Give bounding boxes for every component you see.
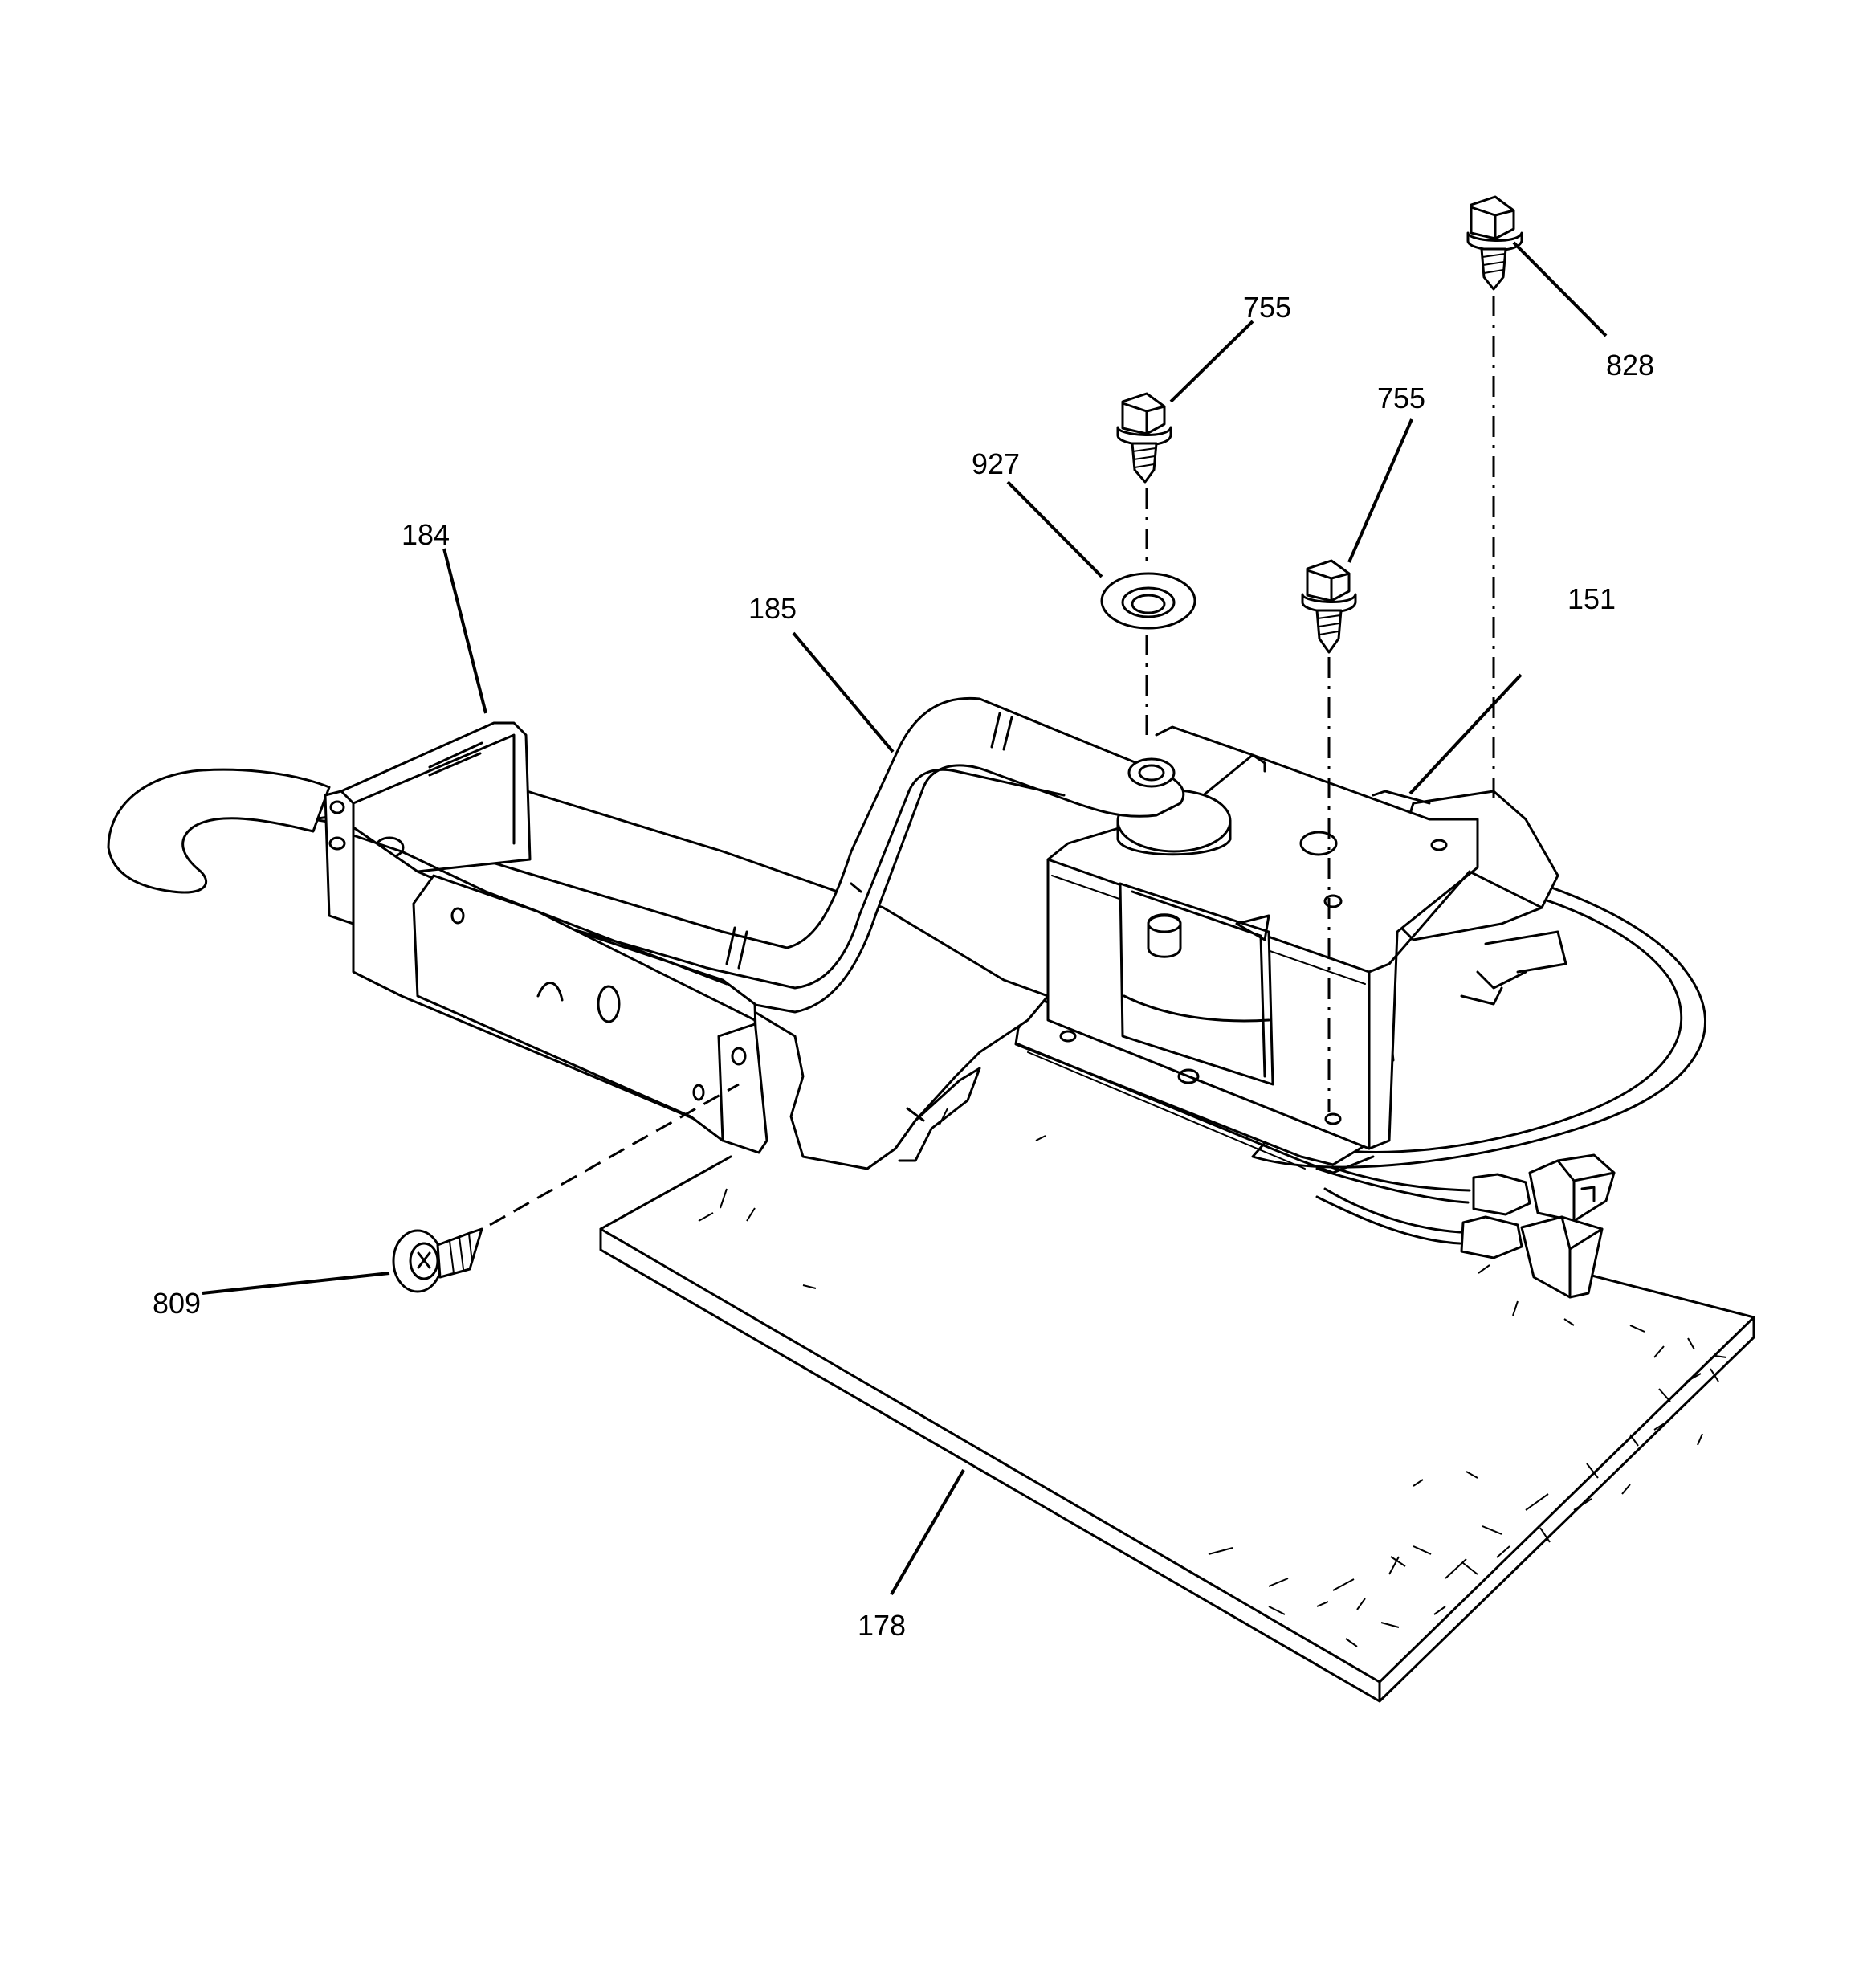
label-151: 151: [1567, 582, 1616, 615]
slide-bracket-184: [107, 548, 768, 1154]
label-755-right: 755: [1377, 382, 1425, 414]
blower-housing: [1014, 673, 1707, 1174]
label-927: 927: [972, 447, 1020, 480]
label-178: 178: [858, 1609, 906, 1642]
label-755-left: 755: [1243, 291, 1291, 324]
label-809: 809: [153, 1287, 201, 1320]
hex-screw-755-right: [1301, 418, 1413, 1112]
washer-927: [1006, 480, 1196, 735]
hex-screw-755-left: [1116, 320, 1254, 562]
screw-809: [202, 1083, 740, 1295]
wire-harness: [1299, 1153, 1616, 1299]
label-184: 184: [402, 518, 450, 551]
label-185: 185: [748, 592, 797, 625]
part-labels: 828 755 755 927 184 185 151 809 178: [153, 291, 1654, 1642]
hex-screw-828: [1466, 195, 1608, 803]
label-828: 828: [1606, 349, 1654, 382]
